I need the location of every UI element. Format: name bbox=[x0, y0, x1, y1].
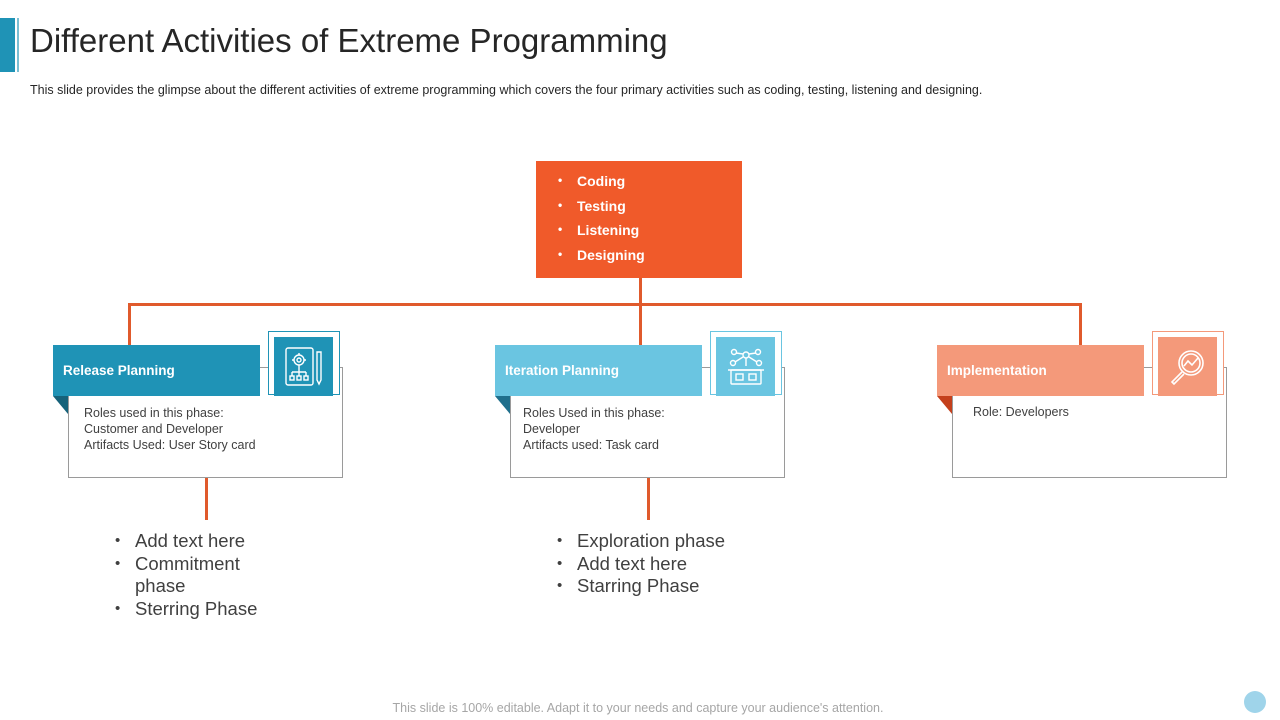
page-title: Different Activities of Extreme Programm… bbox=[30, 22, 668, 59]
release-planning-icon-box bbox=[274, 337, 333, 396]
release-planning-header: Release Planning bbox=[53, 345, 260, 396]
implementation-header: Implementation bbox=[937, 345, 1144, 396]
card-line: Role: Developers bbox=[973, 405, 1069, 419]
magnifier-chart-icon bbox=[1170, 349, 1204, 385]
implementation-fold bbox=[937, 396, 952, 414]
card-line: Artifacts Used: User Story card bbox=[84, 438, 256, 452]
connector-left-down bbox=[205, 478, 208, 520]
title-accent-bar bbox=[0, 18, 15, 72]
title-accent-line bbox=[17, 18, 19, 72]
card-line: Roles used in this phase: bbox=[84, 406, 224, 420]
card-line: Developer bbox=[523, 422, 580, 436]
connector-horizontal bbox=[128, 303, 1082, 306]
corner-dot bbox=[1244, 691, 1266, 713]
iteration-planning-bullets: Exploration phase Add text here Starring… bbox=[557, 530, 777, 598]
bullet-item: Add text here bbox=[115, 530, 315, 553]
release-planning-text: Roles used in this phase: Customer and D… bbox=[84, 405, 334, 453]
iteration-planning-icon-box bbox=[716, 337, 775, 396]
bullet-text: Commitment bbox=[135, 552, 240, 574]
activity-item: Coding bbox=[558, 173, 742, 198]
release-planning-fold bbox=[53, 396, 68, 414]
connector-right bbox=[1079, 303, 1082, 346]
process-network-icon bbox=[727, 348, 764, 385]
workflow-gear-icon bbox=[284, 346, 322, 386]
bullet-item: Sterring Phase bbox=[115, 598, 315, 621]
connector-left bbox=[128, 303, 131, 346]
activities-box: Coding Testing Listening Designing bbox=[536, 161, 742, 278]
implementation-text: Role: Developers bbox=[973, 404, 1223, 420]
page-subtitle: This slide provides the glimpse about th… bbox=[30, 83, 983, 97]
implementation-icon-box bbox=[1158, 337, 1217, 396]
iteration-planning-text: Roles Used in this phase: Developer Arti… bbox=[523, 405, 773, 453]
bullet-item: Starring Phase bbox=[557, 575, 777, 598]
iteration-planning-header: Iteration Planning bbox=[495, 345, 702, 396]
bullet-item: Add text here bbox=[557, 553, 777, 576]
activity-item: Listening bbox=[558, 222, 742, 247]
bullet-item: Exploration phase bbox=[557, 530, 777, 553]
activities-list: Coding Testing Listening Designing bbox=[558, 173, 742, 271]
card-line: Roles Used in this phase: bbox=[523, 406, 665, 420]
footer-note: This slide is 100% editable. Adapt it to… bbox=[392, 701, 884, 715]
card-line: Customer and Developer bbox=[84, 422, 223, 436]
iteration-planning-fold bbox=[495, 396, 510, 414]
activity-item: Testing bbox=[558, 198, 742, 223]
card-line: Artifacts used: Task card bbox=[523, 438, 659, 452]
connector-middle-down bbox=[647, 478, 650, 520]
connector-stem bbox=[639, 278, 642, 346]
bullet-text: phase bbox=[135, 575, 186, 596]
activity-item: Designing bbox=[558, 247, 742, 272]
